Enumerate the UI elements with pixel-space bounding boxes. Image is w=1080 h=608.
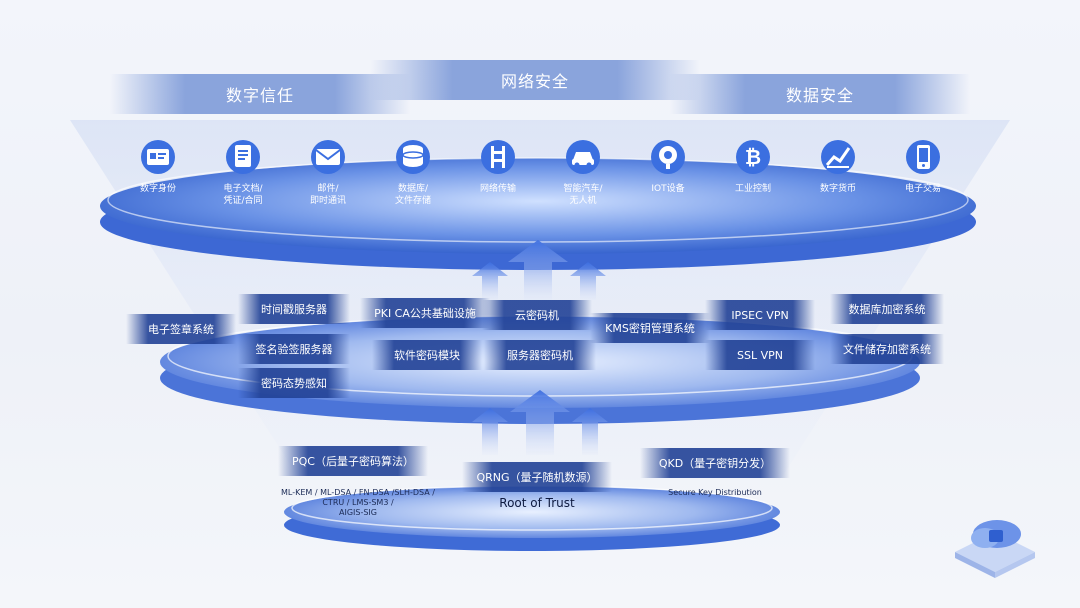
app-label: 数字身份 — [139, 184, 176, 194]
up-arrows-lower — [472, 390, 608, 455]
tile-file-encryption: 文件储存加密系统 — [830, 334, 944, 364]
app-label: 电子交易 — [904, 184, 941, 194]
root-of-trust-label: Root of Trust — [499, 496, 575, 510]
phone-payment-icon — [906, 140, 940, 174]
document-icon — [226, 140, 260, 174]
app-label: 数字货币 — [819, 184, 856, 194]
tile-software-crypto: 软件密码模块 — [372, 340, 482, 370]
app-label: 网络传输 — [479, 184, 516, 194]
category-data-security: 数据安全 — [670, 74, 970, 114]
mail-icon — [311, 140, 345, 174]
id-card-icon — [141, 140, 175, 174]
tile-server-crypto: 服务器密码机 — [484, 340, 596, 370]
database-icon — [396, 140, 430, 174]
tile-timestamp-server: 时间戳服务器 — [238, 294, 350, 324]
category-network-security: 网络安全 — [370, 60, 700, 100]
app-label: 邮件/ 即时通讯 — [309, 184, 346, 206]
svg-text:₿: ₿ — [745, 145, 761, 169]
tile-pki-ca: PKI CA公共基础设施 — [360, 298, 490, 328]
app-label: 智能汽车/ 无人机 — [563, 184, 603, 206]
tile-ssl-vpn: SSL VPN — [705, 340, 815, 370]
chart-icon — [821, 140, 855, 174]
tile-pqc: PQC（后量子密码算法） — [278, 446, 428, 476]
app-label: 数据库/ 文件存储 — [394, 184, 431, 206]
app-label: IOT设备 — [651, 184, 685, 194]
network-transfer-icon — [481, 140, 515, 174]
tile-qkd: QKD（量子密钥分发） — [640, 448, 790, 478]
cloud-security-illustration — [955, 520, 1035, 578]
iot-device-icon — [651, 140, 685, 174]
app-label: 电子文档/ 凭证/合同 — [223, 184, 263, 206]
category-digital-trust: 数字信任 — [110, 74, 410, 114]
tile-ipsec-vpn: IPSEC VPN — [705, 300, 815, 330]
pqc-algorithms: ML-KEM / ML-DSA / FN-DSA /SLH-DSA / CTRU… — [281, 488, 435, 517]
tile-sign-verify-server: 签名验签服务器 — [238, 334, 350, 364]
tile-crypto-awareness: 密码态势感知 — [238, 368, 350, 398]
tile-cloud-crypto: 云密码机 — [482, 300, 592, 330]
tile-kms: KMS密钥管理系统 — [590, 313, 710, 343]
tile-qrng: QRNG（量子随机数源） — [462, 462, 612, 492]
up-arrows-upper — [472, 240, 606, 300]
tile-e-signature: 电子签章系统 — [126, 314, 236, 344]
qkd-description: Secure Key Distribution — [668, 488, 762, 497]
car-icon — [566, 140, 600, 174]
bitcoin-icon: ₿ — [736, 140, 770, 174]
tile-database-encryption: 数据库加密系统 — [830, 294, 944, 324]
app-label: 工业控制 — [734, 184, 771, 194]
